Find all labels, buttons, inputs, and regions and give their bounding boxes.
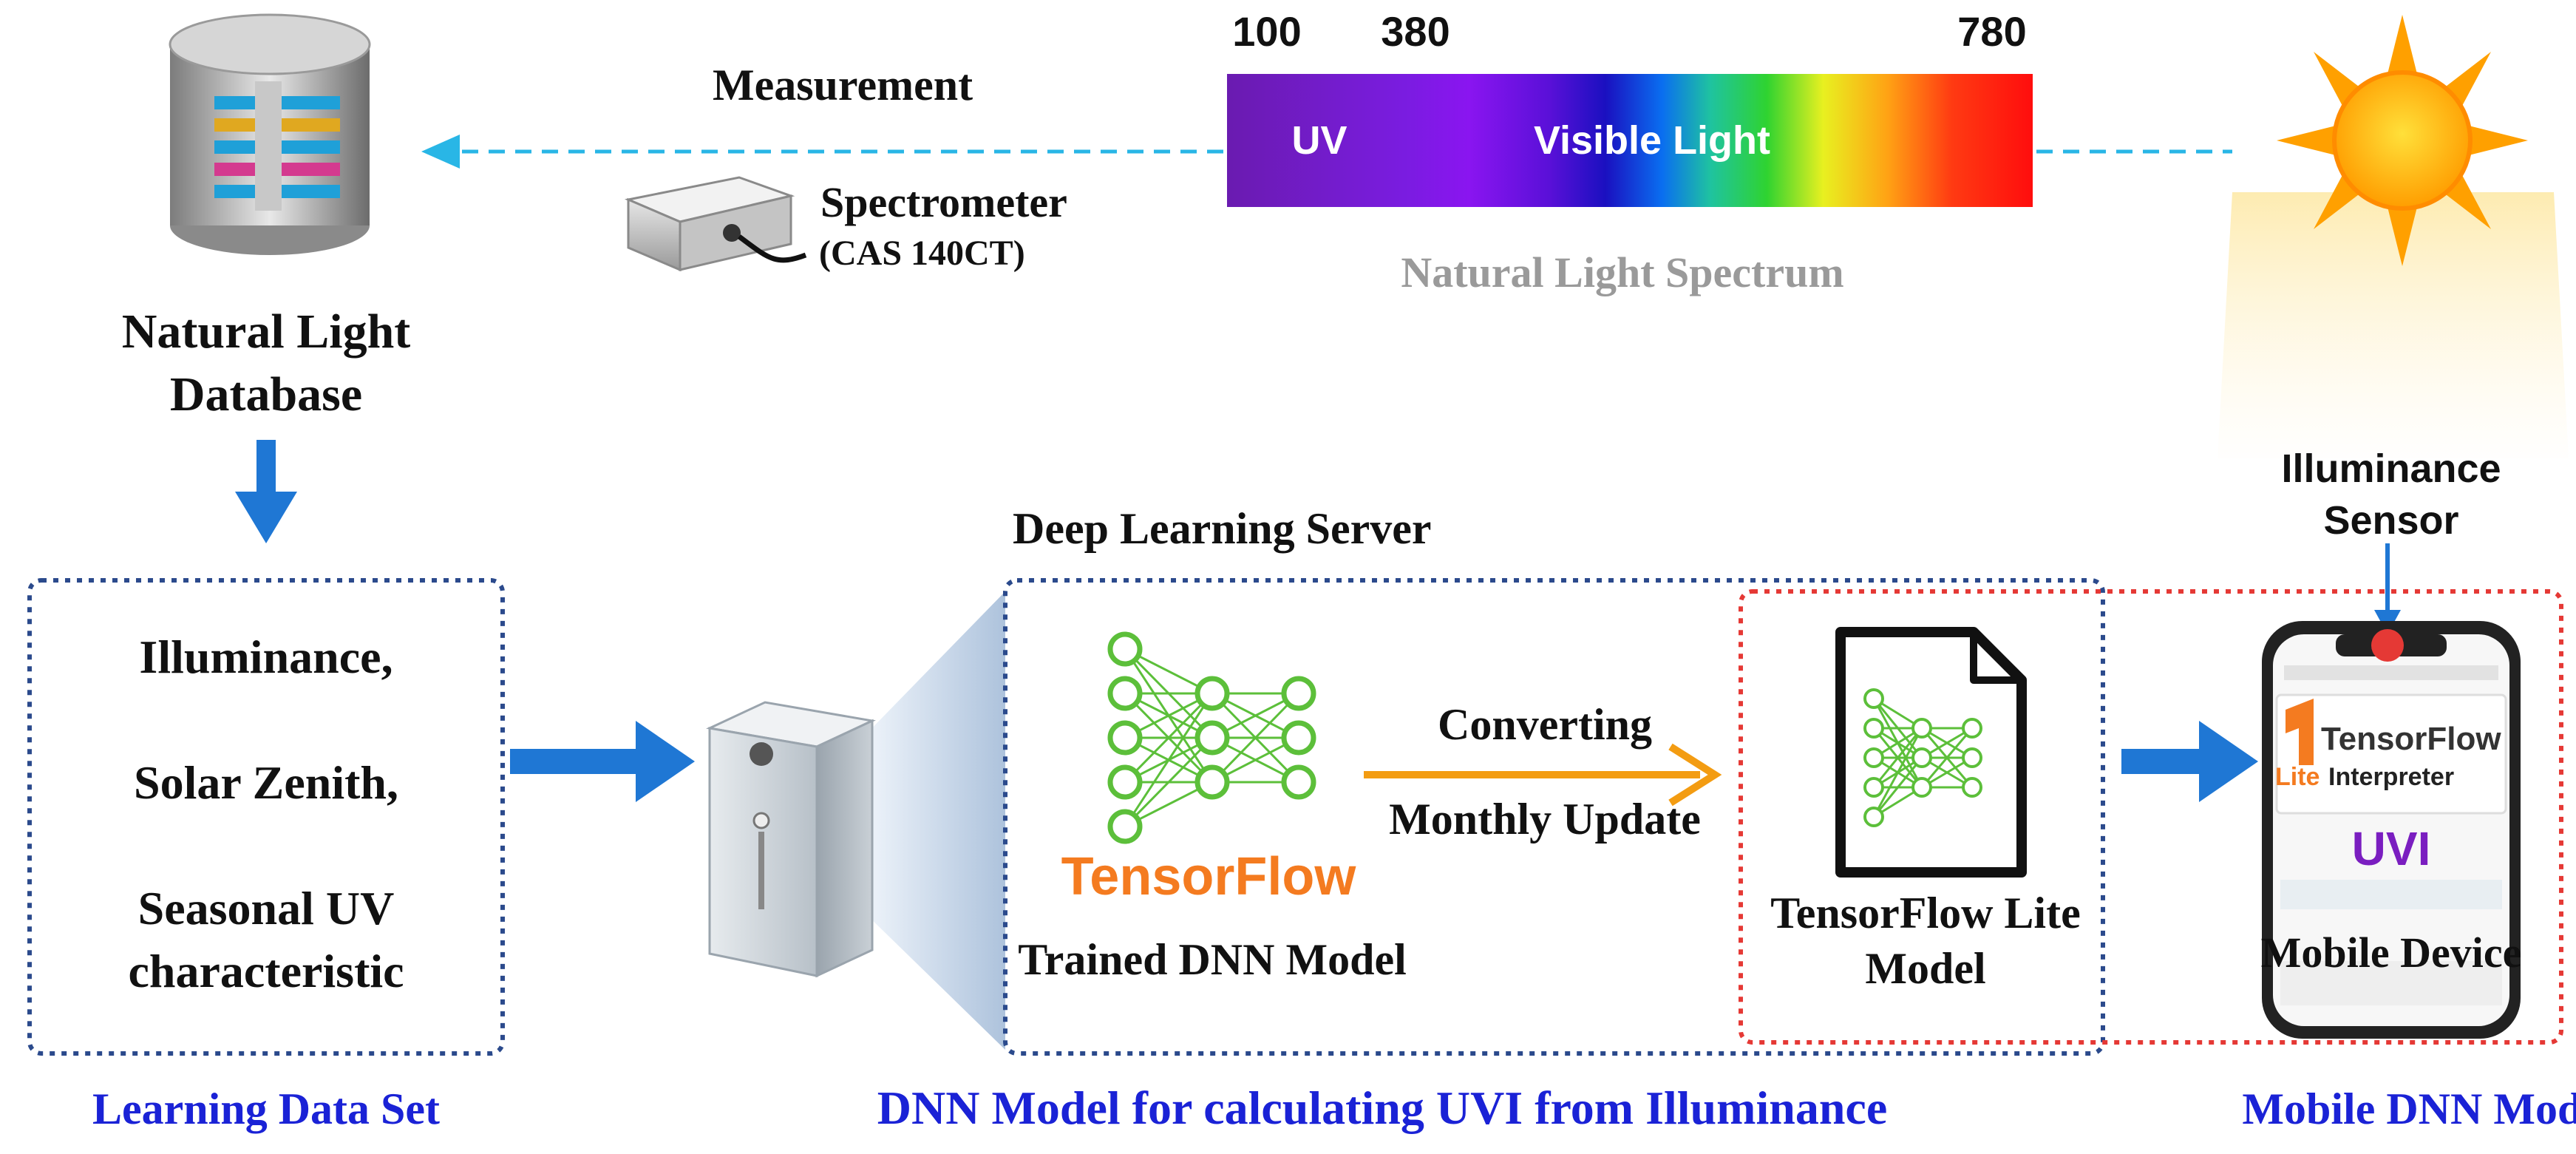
phone-uvi-label: UVI [2352, 822, 2431, 875]
mobile-dnn-red-box [1739, 589, 2563, 1045]
nn-node [1107, 631, 1143, 667]
arrow-tflite-to-mobile [2121, 721, 2258, 802]
nn-node [1107, 809, 1143, 844]
arrow-sensor-pointer [2374, 543, 2401, 634]
nn-node [1911, 718, 1932, 739]
measurement-arrowhead [421, 135, 460, 169]
phone-lite-label: Lite [2275, 763, 2320, 791]
nn-node [1194, 764, 1230, 800]
spectrometer-model: (CAS 140CT) [819, 234, 1025, 273]
mobile-device-label: Mobile Device [2261, 929, 2522, 977]
spectrum-tick-100: 100 [1232, 8, 1301, 55]
nn-edge [1124, 736, 1214, 828]
converting-label: Converting [1438, 700, 1652, 749]
learning-data-caption: Learning Data Set [92, 1085, 440, 1133]
nn-node [1863, 688, 1884, 709]
smartphone-icon [2262, 621, 2521, 1039]
spectrometer-name: Spectrometer [820, 178, 1067, 226]
nn-edge [1124, 693, 1214, 827]
nn-node [1281, 720, 1316, 756]
neural-network-icon [1107, 631, 1316, 844]
sun-icon [2277, 15, 2528, 266]
nn-edge [1872, 757, 1923, 818]
nn-node [1863, 807, 1884, 827]
measurement-label: Measurement [713, 61, 973, 109]
database-title-line1: Natural Light [122, 305, 411, 359]
nn-node [1107, 764, 1143, 800]
nn-node [1911, 747, 1932, 768]
nn-node [1281, 676, 1316, 711]
illuminance-sensor-dot [2371, 629, 2404, 662]
nn-node [1863, 718, 1884, 739]
learning-item-seasonal-uv: Seasonal UV [138, 882, 395, 934]
spectrum-caption: Natural Light Spectrum [1401, 248, 1843, 296]
spectrometer-icon [624, 176, 807, 272]
spectrum-tick-380: 380 [1381, 8, 1450, 55]
converting-arrow [1364, 743, 1722, 807]
monthly-update-label: Monthly Update [1389, 795, 1701, 844]
sunlight-beam [2218, 192, 2569, 458]
nn-edge [1872, 727, 1923, 788]
learning-item-characteristic: characteristic [128, 945, 404, 997]
server-title: Deep Learning Server [1013, 504, 1432, 553]
database-icon [169, 13, 371, 255]
server-icon [706, 701, 876, 978]
nn-node [1962, 777, 1982, 798]
phone-tensorflow-brand: TensorFlow [2321, 721, 2501, 757]
nn-node [1107, 676, 1143, 711]
document-icon [1835, 627, 2027, 878]
phone-interpreter-label: Interpreter [2328, 763, 2454, 791]
trained-model-label: Trained DNN Model [1018, 935, 1407, 984]
arrow-database-to-dataset [235, 440, 297, 543]
nn-node [1911, 777, 1932, 798]
mobile-dnn-caption: Mobile DNN Model [2242, 1085, 2576, 1133]
spectrum-band-uv: UV [1291, 118, 1347, 163]
arrow-dataset-to-server [510, 721, 695, 802]
nn-node [1281, 764, 1316, 800]
sensor-label-line2: Sensor [2323, 498, 2458, 543]
database-title-line2: Database [170, 367, 362, 421]
spectrum-band-visible: Visible Light [1534, 118, 1770, 163]
tensorflow-logo-text: TensorFlow [1061, 847, 1357, 906]
nn-node [1863, 777, 1884, 798]
dnn-model-caption: DNN Model for calculating UVI from Illum… [877, 1082, 1887, 1134]
learning-item-illuminance: Illuminance, [139, 631, 392, 683]
nn-node [1107, 720, 1143, 756]
nn-node [1962, 747, 1982, 768]
nn-edge [1124, 692, 1214, 784]
nn-node [1863, 747, 1884, 768]
learning-item-solar-zenith: Solar Zenith, [134, 756, 398, 809]
deep-learning-server-box [1003, 578, 2105, 1056]
spectrum-bar [1227, 74, 2033, 207]
server-zoom-fan [861, 591, 1005, 1050]
nn-node [1194, 720, 1230, 756]
spectrum-tick-780: 780 [1957, 8, 2026, 55]
tflite-model-line1: TensorFlow Lite [1770, 889, 2080, 937]
nn-edge [1920, 727, 1974, 788]
sensor-label-line1: Illuminance [2281, 447, 2501, 491]
nn-node [1962, 718, 1982, 739]
nn-edge [1211, 692, 1300, 784]
learning-data-box [27, 578, 505, 1056]
nn-node [1194, 676, 1230, 711]
nn-edge [1872, 727, 1923, 818]
tflite-model-line2: Model [1865, 944, 1985, 993]
